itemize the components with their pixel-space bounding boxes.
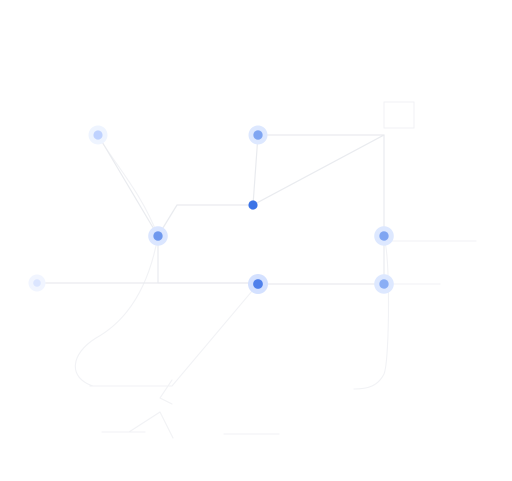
node-n1-core: [93, 130, 103, 140]
edge-n1-n4: [97, 134, 159, 237]
node-n4-core: [153, 231, 163, 241]
graph-edges: [36, 134, 385, 387]
node-n8: [374, 274, 394, 294]
edge-n3-n4: [157, 204, 254, 237]
graph-nodes: [28, 125, 394, 294]
node-n1: [88, 125, 108, 145]
edge-n2-n3: [252, 134, 259, 206]
node-n8-core: [379, 279, 389, 289]
background-path: [353, 240, 390, 390]
background-path: [128, 411, 174, 439]
node-n2-core: [253, 130, 263, 140]
node-n6-core: [33, 279, 41, 287]
background-path: [159, 379, 173, 405]
node-n2: [248, 125, 268, 145]
background-paths: [74, 101, 477, 439]
background-path: [383, 101, 415, 129]
node-n3-core: [248, 200, 258, 210]
node-n5: [374, 226, 394, 246]
node-n5-core: [379, 231, 389, 241]
node-n7-core: [253, 279, 263, 289]
node-n7: [248, 274, 268, 294]
edge-lower-diagonal: [171, 283, 259, 387]
node-n6: [28, 274, 46, 292]
edge-n3-n5: [252, 134, 385, 206]
background-path: [74, 235, 159, 387]
edge-n4-n7: [157, 235, 259, 284]
node-n3: [248, 200, 258, 210]
node-n4: [148, 226, 168, 246]
